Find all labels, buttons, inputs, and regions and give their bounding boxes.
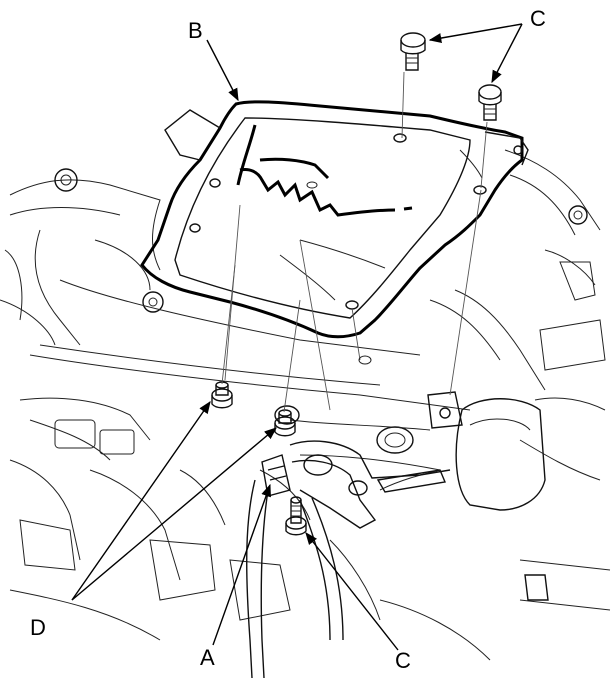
leader-c-top-left [428, 23, 523, 44]
callout-d: D [30, 615, 46, 640]
callout-a: A [200, 645, 215, 670]
bolt-c-bottom [285, 496, 307, 536]
subframe-background [0, 149, 611, 661]
leader-d-right [71, 427, 277, 601]
part-a-harness-clip [246, 440, 451, 678]
leader-b [206, 39, 239, 102]
callout-b: B [188, 18, 203, 43]
bolt-c-top-left [400, 32, 426, 71]
leader-a [212, 483, 271, 646]
callout-c-bottom: C [395, 648, 411, 673]
bolt-c-top-right [478, 84, 502, 121]
bolt-d-left [211, 381, 233, 409]
leader-d-left [71, 400, 211, 601]
part-b-cover-plate [140, 100, 529, 339]
leader-c-bottom [305, 532, 399, 651]
leader-c-top-right [491, 23, 523, 84]
alignment-lines [221, 71, 488, 413]
callout-c-top: C [530, 6, 546, 31]
leader-lines [71, 23, 523, 651]
